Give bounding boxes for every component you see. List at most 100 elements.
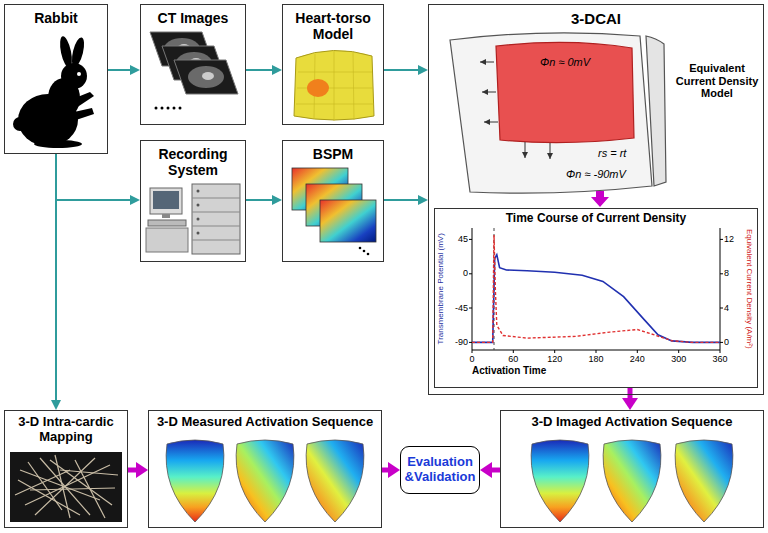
- time-course-plot: [720, 308, 723, 309]
- ct-slices: [150, 32, 238, 110]
- current-density-model: [591, 191, 609, 207]
- box-title: 3-D Measured Activation Sequence: [149, 411, 381, 430]
- recording-equipment: [197, 204, 200, 207]
- box-title: 3-D Intra-cardic Mapping: [5, 411, 127, 445]
- activation-heart: [531, 440, 589, 522]
- equation-label: rs = rt: [598, 147, 648, 160]
- flow-arrow: [55, 154, 57, 400]
- time-course-plot: [472, 255, 720, 343]
- axis-tick: 60: [498, 354, 528, 364]
- recording-equipment: [192, 240, 240, 241]
- torso-model: [307, 79, 329, 97]
- activation-heart: [675, 440, 733, 522]
- ct-slices: [174, 60, 238, 94]
- recording-equipment: [192, 184, 240, 254]
- axis-tick: -45: [446, 303, 468, 313]
- rabbit-silhouette: [34, 140, 82, 148]
- time-course-plot: [469, 228, 723, 353]
- flow-arrow: [382, 468, 388, 473]
- time-course-plot: [720, 350, 721, 353]
- axis-tick: 4: [724, 303, 740, 313]
- torso-model: [353, 52, 354, 120]
- flow-arrow: [56, 154, 130, 200]
- box-title: Time Course of Current Density: [435, 209, 757, 226]
- recording-equipment: [153, 191, 179, 209]
- sequence-box: 3-D Measured Activation Sequence: [148, 410, 382, 528]
- mapping-box: 3-D Intra-cardic Mapping: [4, 410, 128, 528]
- current-density-model: [484, 122, 498, 123]
- recording-equipment: [197, 232, 200, 235]
- activation-heart: [603, 440, 661, 522]
- recording-equipment: [162, 214, 170, 218]
- current-density-model: [450, 33, 666, 207]
- current-density-model: [550, 143, 551, 159]
- time-course-plot: [469, 308, 472, 309]
- time-course-plot: [469, 342, 472, 343]
- time-course-plot: [720, 239, 723, 240]
- recording-equipment: [192, 226, 240, 227]
- flow-arrow: [384, 69, 418, 71]
- flow-arrow: [628, 388, 633, 398]
- rabbit-silhouette: [13, 117, 27, 131]
- intracardiac-needles: [10, 452, 122, 522]
- ct-slices: [155, 107, 158, 110]
- intracardiac-needles: [30, 488, 115, 490]
- time-course-plot: [469, 228, 723, 353]
- body-surface-maps: [359, 247, 370, 256]
- torso-model: [294, 50, 374, 120]
- current-density-model: [646, 36, 666, 186]
- bspm-box: BSPM: [282, 140, 384, 262]
- flow-arrow: [246, 69, 272, 71]
- time-course-plot: [596, 350, 597, 353]
- intracardiac-needles: [15, 455, 118, 518]
- time-course-plot: [554, 350, 555, 353]
- time-course-plot: [472, 235, 720, 342]
- current-density-model: [480, 62, 550, 159]
- body-surface-maps: [292, 168, 376, 255]
- activation-heart: [166, 440, 224, 522]
- ct-slices: [174, 60, 238, 94]
- intracardiac-needles: [10, 452, 122, 522]
- flow-arrow: [384, 199, 418, 201]
- intracardiac-needles: [28, 462, 62, 510]
- time-course-plot: [720, 228, 721, 350]
- time-course-plot: [472, 228, 473, 350]
- ct-slices: [179, 107, 182, 110]
- axis-tick: 45: [446, 234, 468, 244]
- time-course-plot: [472, 350, 473, 353]
- source-box: Rabbit: [4, 4, 108, 154]
- model-caption: Equivalent Current Density Model: [674, 62, 760, 100]
- rabbit-silhouette: [74, 108, 94, 120]
- axis-tick: 180: [581, 354, 611, 364]
- recording-box: Recording System: [140, 140, 246, 262]
- model-box: Heart-torso Model: [282, 4, 384, 125]
- imaging-box: CT Images: [140, 4, 246, 125]
- recording-equipment: [148, 220, 186, 226]
- flow-arrow: [492, 468, 500, 473]
- current-density-model: [480, 62, 494, 63]
- intracardiac-needles: [35, 458, 95, 515]
- torso-model: [334, 51, 335, 121]
- current-density-model: [482, 92, 496, 93]
- box-title: Heart-torso Model: [283, 5, 383, 42]
- time-course-plot: [678, 350, 679, 353]
- axis-tick: 0: [724, 337, 740, 347]
- box-title: Evaluation &Validation: [401, 447, 479, 485]
- recording-equipment: [146, 184, 240, 254]
- axis-title: Transmembrane Potential (mV): [436, 214, 446, 364]
- ct-slices: [167, 107, 170, 110]
- current-density-model: [525, 142, 526, 158]
- current-density-model: [450, 33, 652, 193]
- axis-tick: 240: [622, 354, 652, 364]
- box-title: 3-D Imaged Activation Sequence: [501, 411, 763, 430]
- time-course-plot: [637, 350, 638, 353]
- evaluation-box: Evaluation &Validation: [400, 446, 480, 494]
- body-surface-maps: [367, 253, 370, 256]
- torso-model: [298, 72, 372, 73]
- time-course-plot: [469, 273, 472, 274]
- box-title: 3-DCAI: [429, 5, 763, 27]
- flow-arrow: [246, 199, 272, 201]
